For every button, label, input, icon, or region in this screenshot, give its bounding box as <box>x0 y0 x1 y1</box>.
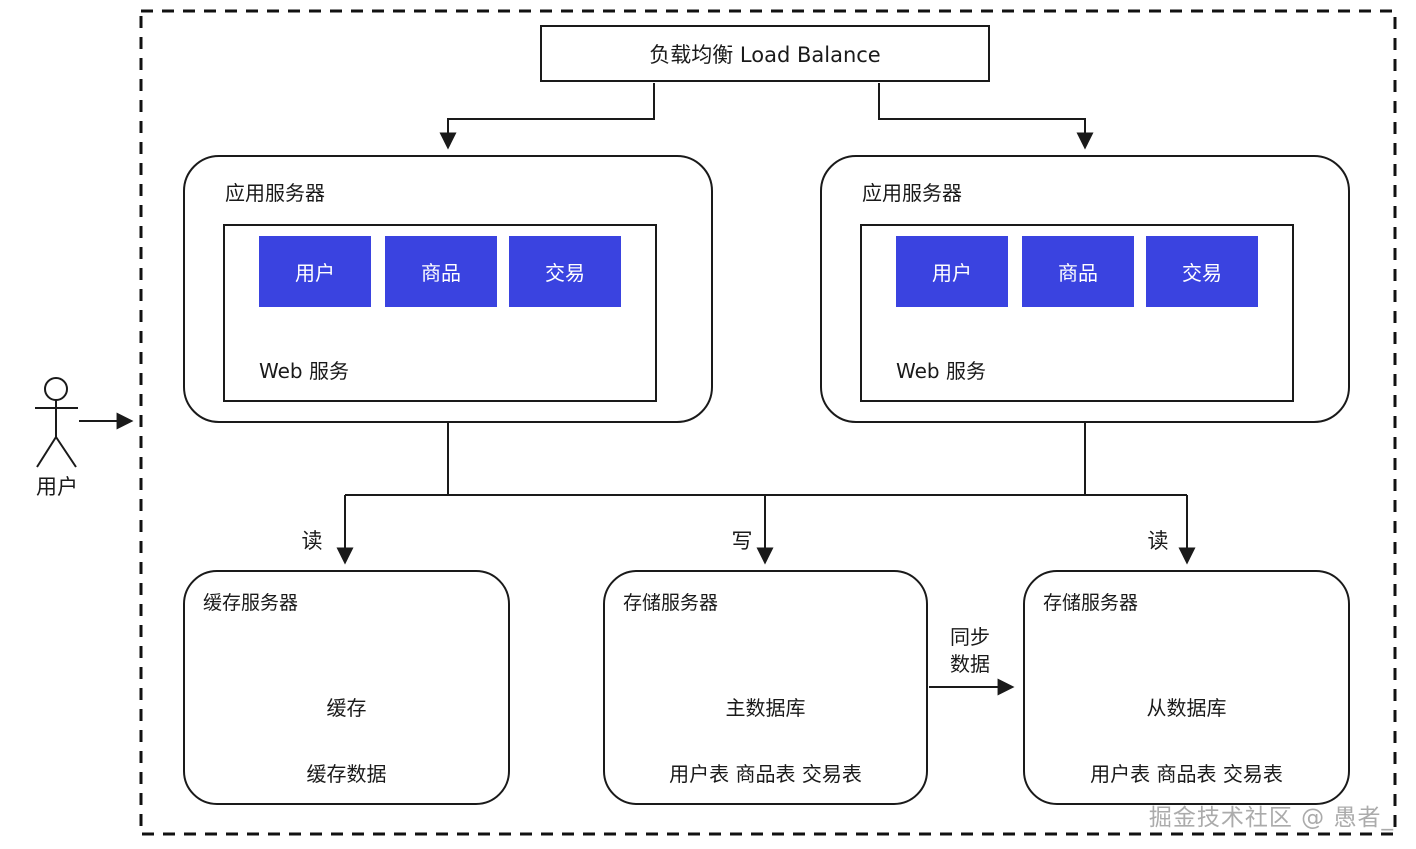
module-user: 用户 <box>896 236 1008 307</box>
storage-server-slave-box: 存储服务器 从数据库 用户表 商品表 交易表 <box>1023 570 1350 805</box>
module-trade: 交易 <box>509 236 621 307</box>
web-service-right-label: Web 服务 <box>896 359 986 383</box>
load-balancer-label: 负载均衡 Load Balance <box>649 42 881 67</box>
cache-caption: 缓存数据 <box>306 762 387 786</box>
write-label: 写 <box>731 529 753 553</box>
lb-to-right-appserver-arrow <box>878 83 1094 150</box>
slave-db-cylinder-label: 从数据库 <box>1146 696 1227 720</box>
app-server-left-box: 应用服务器 用户 商品 交易 Web 服务 <box>183 155 713 423</box>
app-server-right-box: 应用服务器 用户 商品 交易 Web 服务 <box>820 155 1350 423</box>
read-label-left: 读 <box>301 529 323 553</box>
module-product: 商品 <box>385 236 497 307</box>
user-actor-icon <box>35 377 78 468</box>
storage-master-title: 存储服务器 <box>623 592 719 614</box>
app-server-right-title: 应用服务器 <box>862 181 962 205</box>
master-db-cylinder-label: 主数据库 <box>725 696 806 720</box>
module-trade: 交易 <box>1146 236 1258 307</box>
read-label-right: 读 <box>1147 529 1169 553</box>
lb-to-left-appserver-arrow <box>439 83 655 150</box>
watermark: 掘金技术社区 @ 愚者_ <box>1148 805 1394 831</box>
master-tables-caption: 用户表 商品表 交易表 <box>669 762 862 786</box>
cache-server-title: 缓存服务器 <box>203 592 299 614</box>
app-server-left-title: 应用服务器 <box>225 181 325 205</box>
module-user: 用户 <box>259 236 371 307</box>
web-service-right-box: 用户 商品 交易 Web 服务 <box>860 224 1294 402</box>
cache-cylinder-label: 缓存 <box>326 696 367 720</box>
user-actor-label: 用户 <box>36 475 78 499</box>
sync-data-label: 同步 数据 <box>950 624 990 678</box>
sync-data-line1: 同步 <box>950 625 990 649</box>
load-balancer-box: 负载均衡 Load Balance <box>540 25 990 82</box>
sync-data-line2: 数据 <box>950 652 990 676</box>
storage-slave-title: 存储服务器 <box>1043 592 1139 614</box>
slave-tables-caption: 用户表 商品表 交易表 <box>1090 762 1283 786</box>
web-service-left-box: 用户 商品 交易 Web 服务 <box>223 224 657 402</box>
cache-server-box: 缓存服务器 缓存 缓存数据 <box>183 570 510 805</box>
module-product: 商品 <box>1022 236 1134 307</box>
web-service-left-label: Web 服务 <box>259 359 349 383</box>
storage-server-master-box: 存储服务器 主数据库 用户表 商品表 交易表 <box>603 570 928 805</box>
